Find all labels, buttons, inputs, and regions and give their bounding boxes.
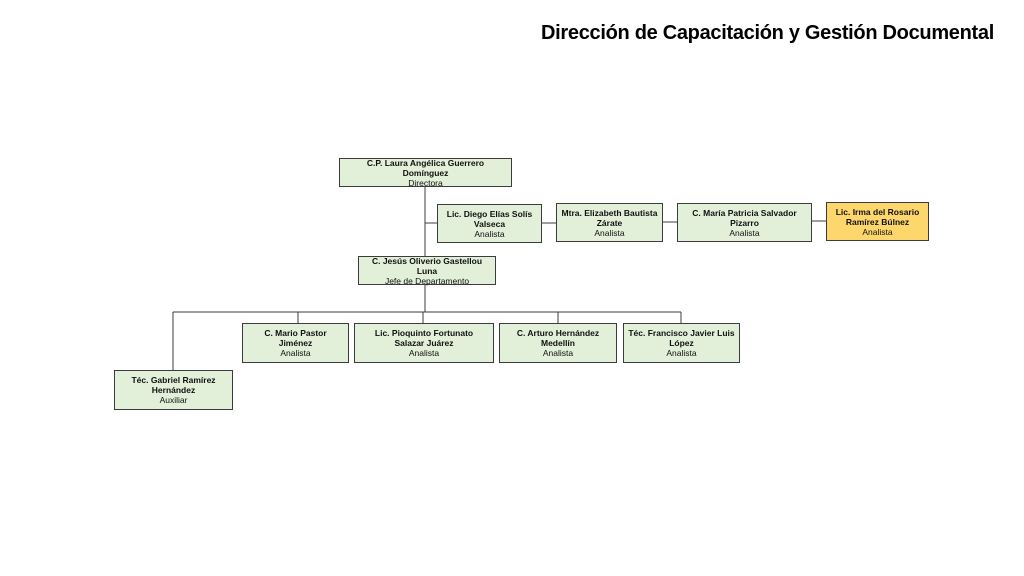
node-name: Lic. Irma del Rosario Ramírez Búlnez: [835, 206, 920, 227]
node-role: Analista: [474, 228, 505, 239]
node-diego: Lic. Diego Elías Solís Valseca Analista: [437, 204, 542, 243]
node-role: Analista: [280, 348, 311, 358]
node-role: Analista: [408, 348, 440, 358]
node-name: Téc. Francisco Javier Luis López: [628, 328, 735, 348]
node-name: C.P. Laura Angélica Guerrero Domínguez: [366, 157, 485, 178]
node-name: C. Jesús Oliverio Gastellou Luna: [371, 255, 483, 276]
node-name: C. María Patricia Salvador Pizarro: [692, 207, 797, 228]
node-name: C. Arturo Hernández Medellín: [516, 328, 600, 348]
node-pioquinto: Lic. Pioquinto Fortunato Salazar Juárez …: [354, 323, 494, 363]
node-director: C.P. Laura Angélica Guerrero Domínguez D…: [339, 157, 512, 188]
node-name: Lic. Pioquinto Fortunato Salazar Juárez: [374, 328, 474, 348]
node-arturo: C. Arturo Hernández Medellín Analista: [499, 323, 617, 363]
node-name: Mtra. Elizabeth Bautista Zárate: [561, 207, 658, 228]
node-francisco: Téc. Francisco Javier Luis López Analist…: [623, 323, 740, 363]
node-role: Auxiliar: [159, 395, 188, 405]
node-irma: Lic. Irma del Rosario Ramírez Búlnez Ana…: [826, 202, 929, 241]
node-name: Lic. Diego Elías Solís Valseca: [446, 208, 533, 229]
node-name: C. Mario Pastor Jiménez: [264, 328, 327, 348]
node-role: Analista: [862, 226, 893, 237]
node-name: Téc. Gabriel Ramírez Hernández: [131, 375, 216, 395]
node-mario: C. Mario Pastor Jiménez Analista: [242, 323, 349, 363]
node-maria: C. María Patricia Salvador Pizarro Anali…: [677, 203, 812, 242]
node-role: Analista: [729, 227, 760, 238]
chart-title: Dirección de Capacitación y Gestión Docu…: [541, 22, 994, 44]
node-jesus: C. Jesús Oliverio Gastellou Luna Jefe de…: [358, 255, 496, 286]
node-gabriel: Téc. Gabriel Ramírez Hernández Auxiliar: [114, 370, 233, 410]
node-role: Analista: [594, 227, 625, 238]
node-role: Jefe de Departamento: [384, 275, 470, 286]
node-role: Analista: [542, 348, 574, 358]
node-elizabeth: Mtra. Elizabeth Bautista Zárate Analista: [556, 203, 663, 242]
node-role: Directora: [408, 177, 443, 188]
node-role: Analista: [666, 348, 697, 358]
